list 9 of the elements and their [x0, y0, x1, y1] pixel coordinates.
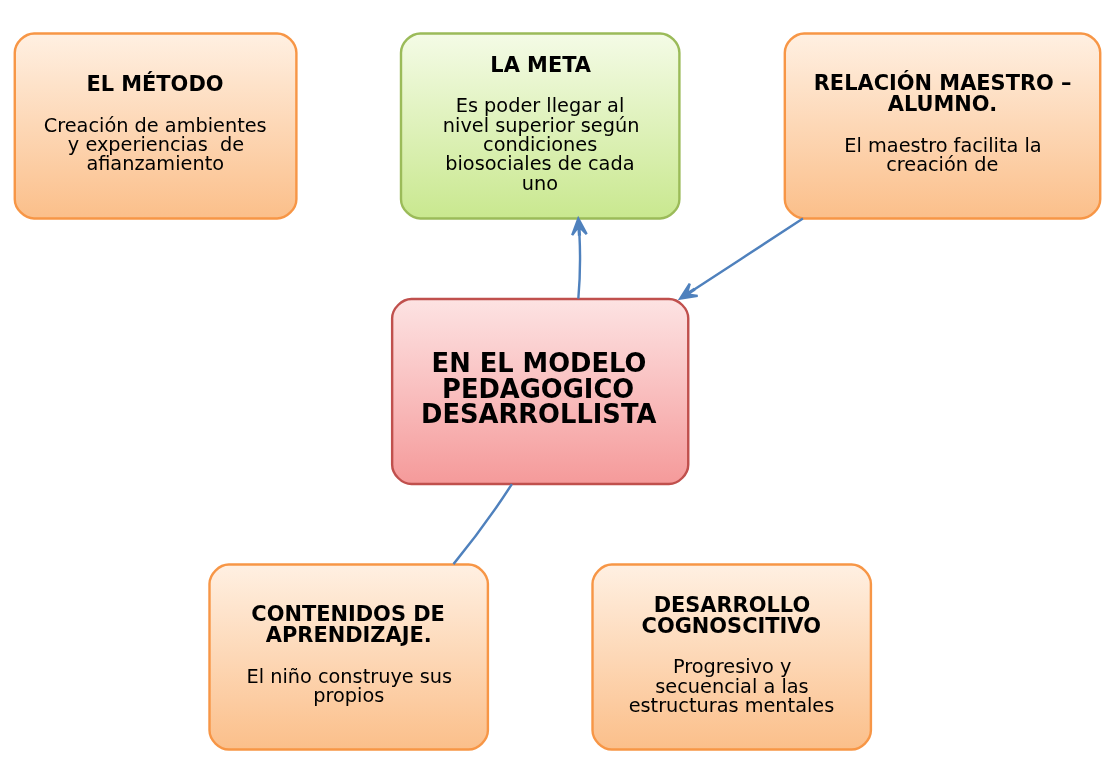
arrow [679, 217, 804, 300]
node-box: EL MÉTODO Creación de ambientes y experiencias de afianzamiento [13, 31, 298, 220]
node-box: CONTENIDOS DE APRENDIZAJE. El niño construye sus propios [208, 562, 490, 751]
arrow [571, 216, 588, 299]
node-box: RELACIÓN MAESTRO – ALUMNO. El maestro facilita la creación de [783, 31, 1102, 220]
node-box: EN EL MODELO PEDAGOGICO DESARROLLISTA [390, 297, 690, 485]
connector [452, 482, 513, 565]
node-box: DESARROLLO COGNOSCITIVO Progresivo y secuencial a las estructuras mentales [591, 562, 873, 751]
node-box: LA META Es poder llegar al nivel superior según condiciones biosociales de cada uno [399, 31, 681, 220]
